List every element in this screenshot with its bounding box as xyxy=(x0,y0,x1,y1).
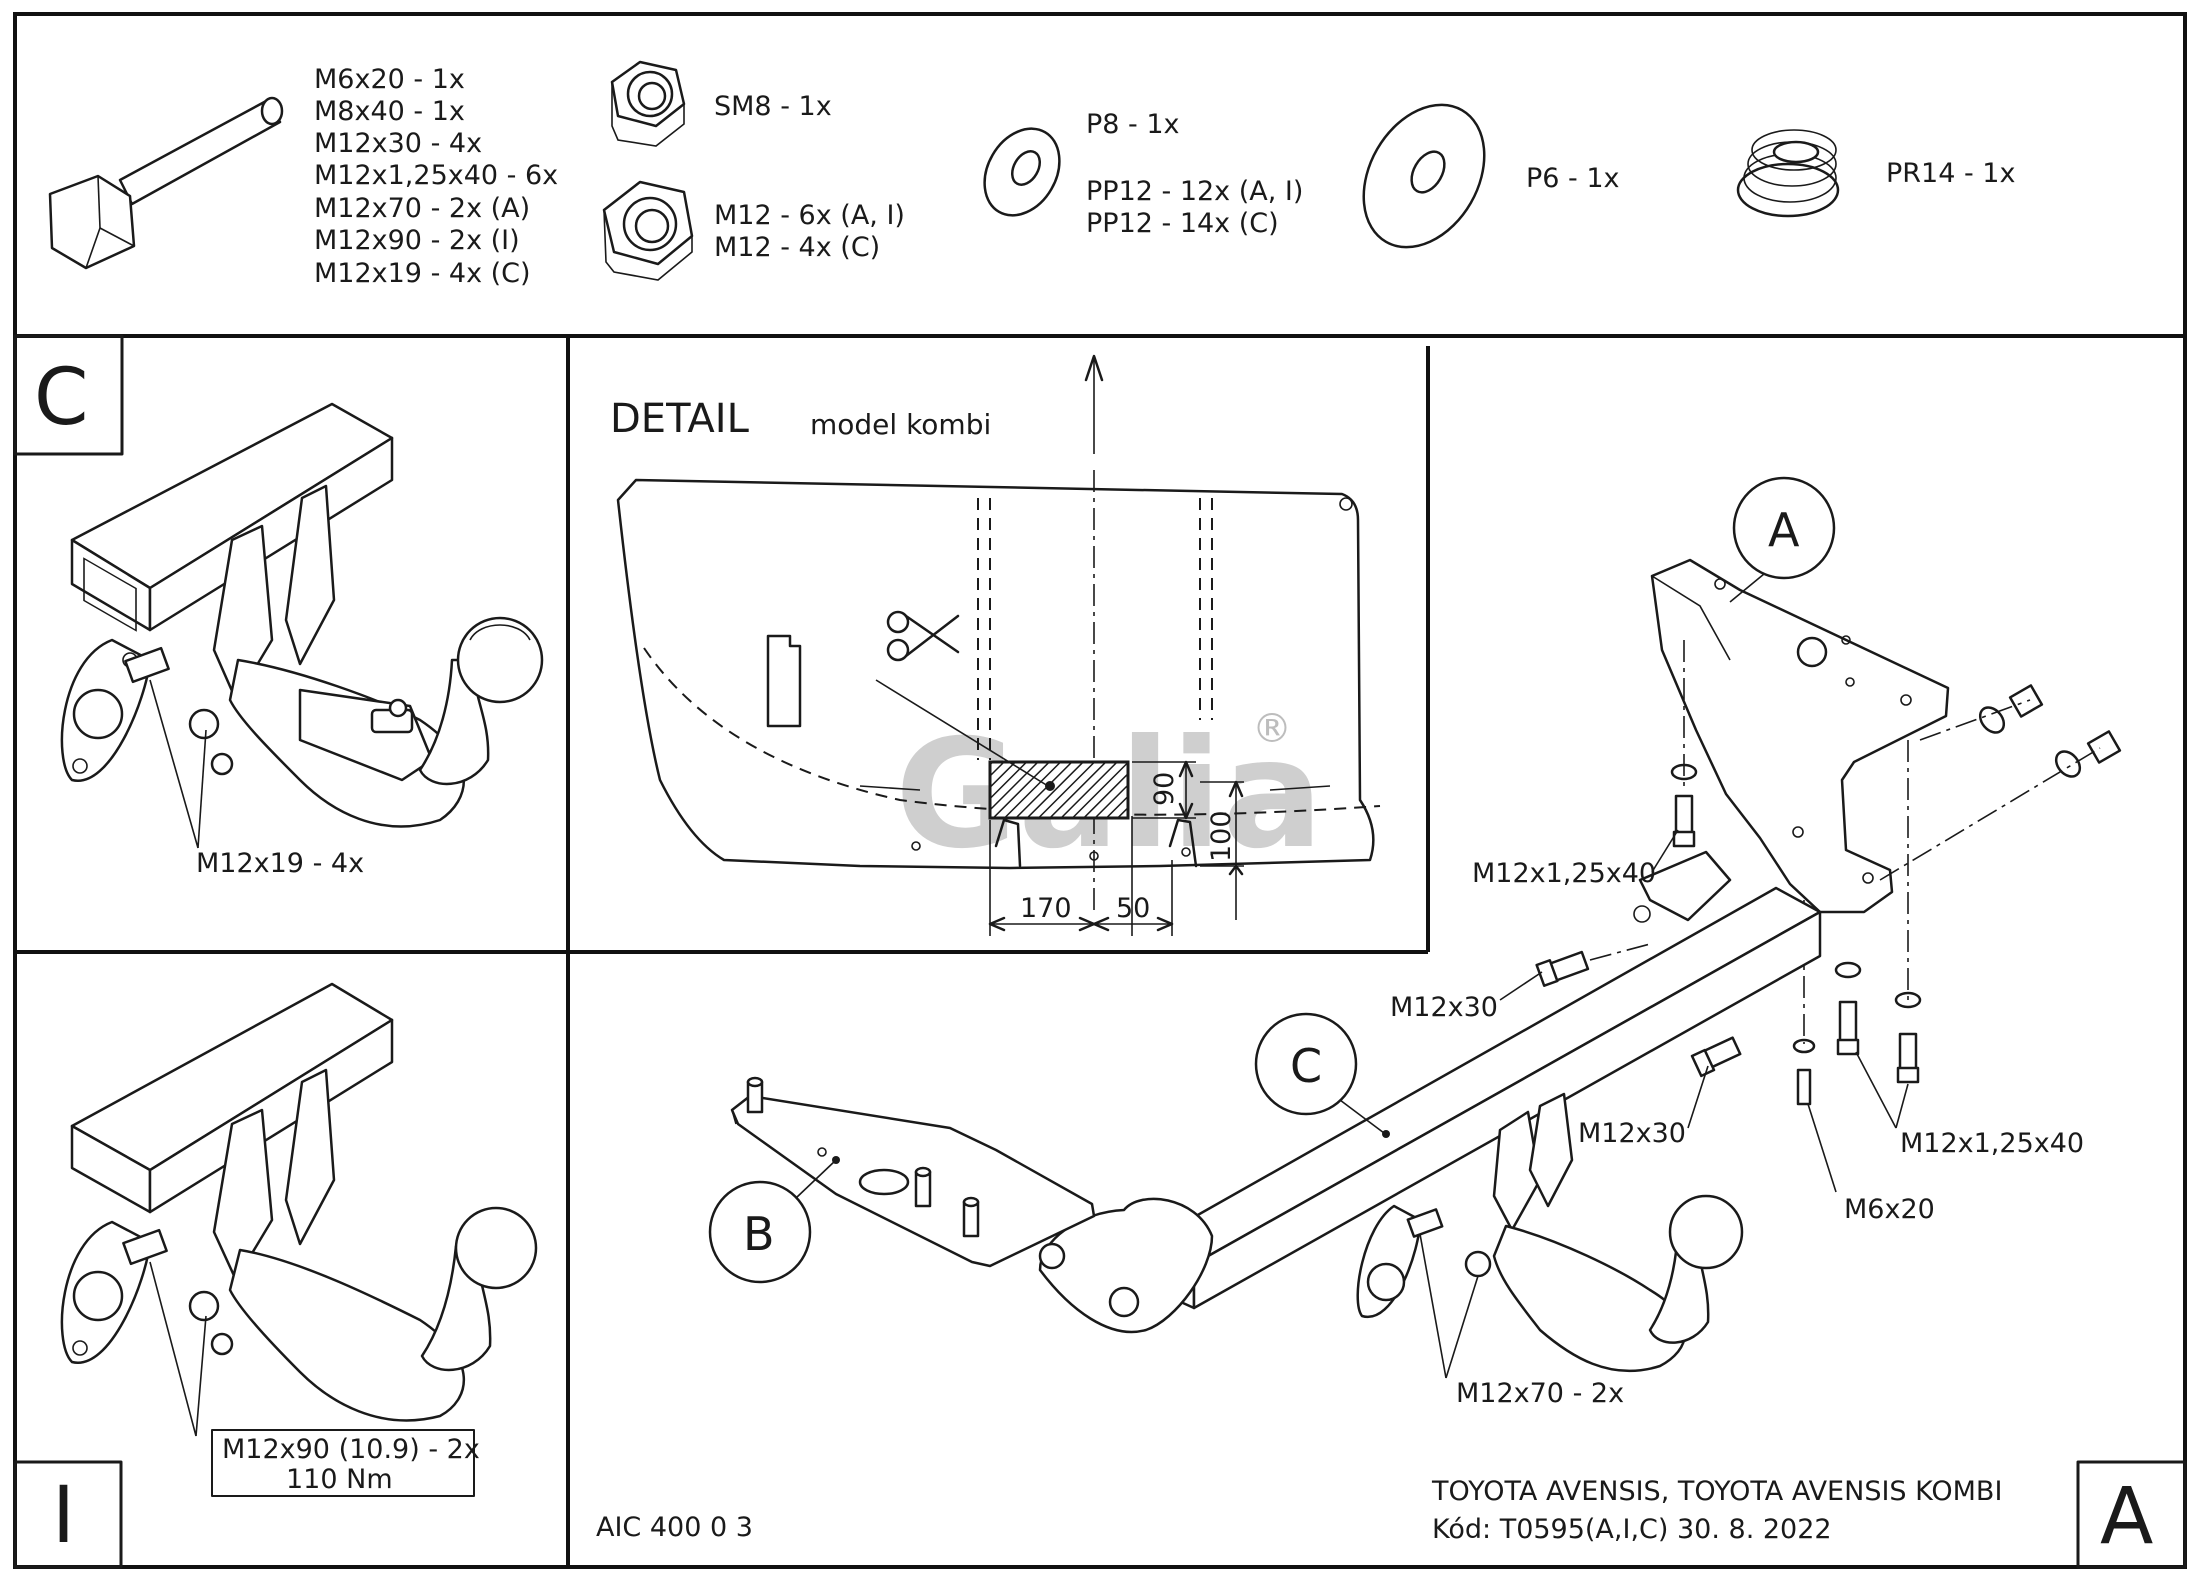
detail-title: DETAIL xyxy=(610,396,750,442)
callout-m12x70: M12x70 - 2x xyxy=(1456,1378,1624,1409)
drawing-frame xyxy=(13,12,2187,1569)
dimension-50: 50 xyxy=(1116,893,1150,924)
panel-c-leaders xyxy=(149,679,207,849)
hex-nut-icon xyxy=(602,180,694,281)
vehicle-name: TOYOTA AVENSIS, TOYOTA AVENSIS KOMBI xyxy=(1431,1476,2002,1507)
dimension-lines xyxy=(988,760,1244,936)
cut-out-area xyxy=(988,760,1130,820)
bolt-list-2: M8x40 - 1x xyxy=(314,96,465,127)
nut-label-1: M12 - 6x (A, I) xyxy=(714,200,905,231)
bolt-list-1: M6x20 - 1x xyxy=(314,64,465,95)
panel-c-letter: C xyxy=(34,353,88,443)
code-and-date: Kód: T0595(A,I,C) 30. 8. 2022 xyxy=(1432,1514,1832,1545)
bolt-list-3: M12x30 - 4x xyxy=(314,128,482,159)
bracket-b-illustration xyxy=(730,1076,1096,1268)
nut-label-2: M12 - 4x (C) xyxy=(714,232,880,263)
m12x30-bolts xyxy=(1535,943,1742,1078)
washer-label-1: P8 - 1x xyxy=(1086,109,1180,140)
main-leaders xyxy=(1419,829,1909,1379)
hardware-right xyxy=(1670,640,2122,1106)
main-assembly: A xyxy=(708,476,2122,1409)
callout-m12x30-left: M12x30 xyxy=(1390,992,1498,1023)
bolt-list-7: M12x19 - 4x (C) xyxy=(314,258,531,289)
bolt-list-4: M12x1,25x40 - 6x xyxy=(314,160,558,191)
panel-i-callout-2: 110 Nm xyxy=(286,1464,393,1495)
tow-hitch-i-illustration xyxy=(60,982,538,1422)
callout-m12x30-mid: M12x30 xyxy=(1578,1118,1686,1149)
panel-i: I M12x90 (10.9) - 2x 110 Nm xyxy=(13,982,538,1569)
dimension-100: 100 xyxy=(1206,810,1237,862)
dimension-90: 90 xyxy=(1149,772,1180,806)
washer-label-2: PP12 - 12x (A, I) xyxy=(1086,176,1303,207)
callout-m6x20: M6x20 xyxy=(1844,1194,1935,1225)
panel-c-callout: M12x19 - 4x xyxy=(196,848,364,879)
title-block: AIC 400 0 3 TOYOTA AVENSIS, TOYOTA AVENS… xyxy=(596,1460,2187,1569)
tow-hitch-c-illustration xyxy=(60,402,544,828)
bubble-c: C xyxy=(1290,1039,1322,1093)
bolt-list-5: M12x70 - 2x (A) xyxy=(314,193,530,224)
self-lock-nut-label: SM8 - 1x xyxy=(714,91,832,122)
crossbar-illustration xyxy=(1038,850,1822,1373)
detail-subtitle: model kombi xyxy=(810,408,991,441)
variant-letter: A xyxy=(2100,1472,2153,1562)
bolt-list-6: M12x90 - 2x (I) xyxy=(314,225,520,256)
panel-i-callout-1: M12x90 (10.9) - 2x xyxy=(222,1434,480,1465)
large-washer-label: P6 - 1x xyxy=(1526,163,1620,194)
detail-panel: DETAIL model kombi Galia ® xyxy=(610,354,1381,936)
callout-m12x1-25x40-right: M12x1,25x40 xyxy=(1900,1128,2084,1159)
hex-bolt-icon xyxy=(48,96,284,270)
spring-washer-label: PR14 - 1x xyxy=(1886,158,2015,189)
bubble-b: B xyxy=(743,1207,775,1261)
bumper-outline xyxy=(616,478,1375,870)
self-locking-nut-icon xyxy=(610,60,686,147)
watermark-registered: ® xyxy=(1252,706,1292,752)
callout-m12x1-25x40-left: M12x1,25x40 xyxy=(1472,858,1656,889)
large-washer-icon xyxy=(1362,103,1486,249)
bubble-a: A xyxy=(1768,503,1800,557)
panel-c: C xyxy=(13,334,544,879)
dimension-170: 170 xyxy=(1020,893,1072,924)
bracket-a-illustration xyxy=(1650,558,1950,914)
panel-i-leaders xyxy=(149,1261,207,1437)
drawing-code: AIC 400 0 3 xyxy=(596,1512,753,1543)
scissors-icon xyxy=(886,610,960,662)
parts-list: M6x20 - 1x M8x40 - 1x M12x30 - 4x M12x1,… xyxy=(48,60,2015,289)
small-washer-icon xyxy=(983,127,1061,217)
washer-label-3: PP12 - 14x (C) xyxy=(1086,208,1279,239)
panel-i-letter: I xyxy=(52,1471,75,1561)
spring-washer-icon xyxy=(1736,129,1840,218)
